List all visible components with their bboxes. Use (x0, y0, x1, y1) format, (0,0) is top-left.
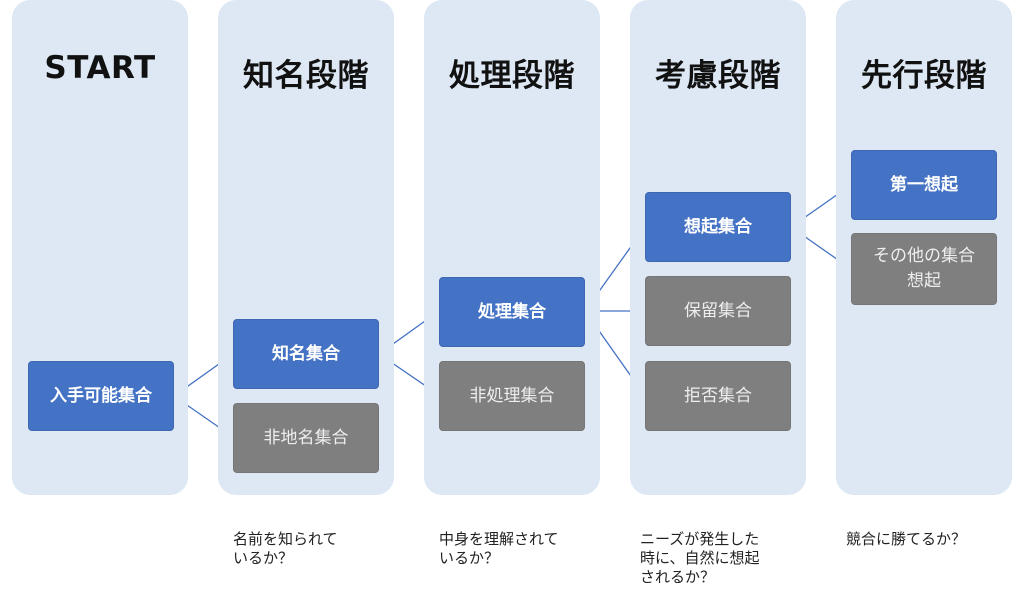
set-box-rejected: 拒否集合 (645, 361, 791, 431)
stage-title: 知名段階 (243, 58, 369, 94)
set-box-other-evoked: その他の集合 想起 (851, 233, 997, 305)
stage-title: 先行段階 (861, 58, 987, 94)
set-box-evoked: 想起集合 (645, 192, 791, 262)
set-box-known: 知名集合 (233, 319, 379, 389)
set-box-top-of-mind: 第一想起 (851, 150, 997, 220)
stage-title: START (44, 50, 156, 86)
set-box-available: 入手可能集合 (28, 361, 174, 431)
stage-title: 考慮段階 (655, 58, 781, 94)
stage-caption: 名前を知られて いるか？ (233, 530, 338, 567)
stage-caption: 中身を理解されて いるか？ (439, 530, 559, 567)
set-box-hold: 保留集合 (645, 276, 791, 346)
stage-caption: 競合に勝てるか？ (846, 530, 967, 548)
stage-caption: ニーズが発生した 時に、自然に想起 されるか？ (640, 530, 760, 586)
set-box-unprocessed: 非処理集合 (439, 361, 585, 431)
stage-title: 処理段階 (449, 58, 575, 94)
set-box-unknown: 非地名集合 (233, 403, 379, 473)
set-box-processed: 処理集合 (439, 277, 585, 347)
